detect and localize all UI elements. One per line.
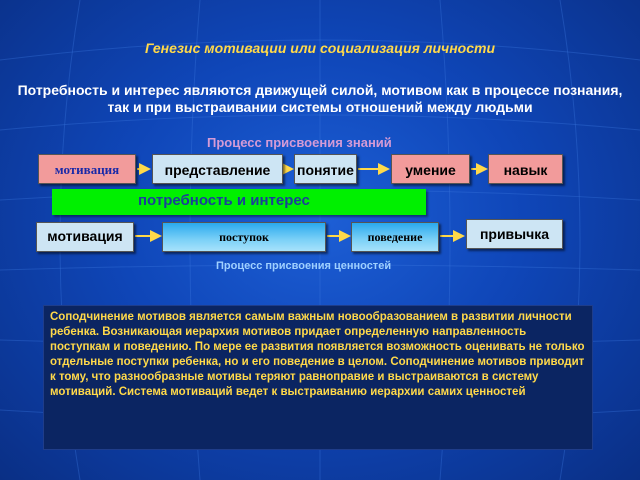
page-title: Генезис мотивации или социализация лично… bbox=[144, 40, 496, 56]
box-representation: представление bbox=[152, 154, 283, 184]
box-behavior: поведение bbox=[351, 222, 439, 252]
knowledge-process-label: Процесс присвоения знаний bbox=[207, 135, 392, 150]
box-habit: привычка bbox=[466, 219, 563, 249]
box-act: поступок bbox=[162, 222, 326, 252]
need-interest-bar: потребность и интерес bbox=[52, 189, 426, 215]
box-motivation-knowledge: мотивация bbox=[38, 154, 136, 184]
values-process-label: Процесс присвоения ценностей bbox=[216, 260, 392, 272]
need-interest-label: потребность и интерес bbox=[138, 192, 310, 209]
box-concept: понятие bbox=[294, 154, 357, 184]
box-skill: умение bbox=[391, 154, 470, 184]
page-subtitle: Потребность и интерес являются движущей … bbox=[17, 82, 623, 115]
box-habit-skill: навык bbox=[488, 154, 563, 184]
explanation-paragraph: Соподчинение мотивов является самым важн… bbox=[43, 305, 593, 450]
box-motivation-values: мотивация bbox=[36, 222, 134, 252]
